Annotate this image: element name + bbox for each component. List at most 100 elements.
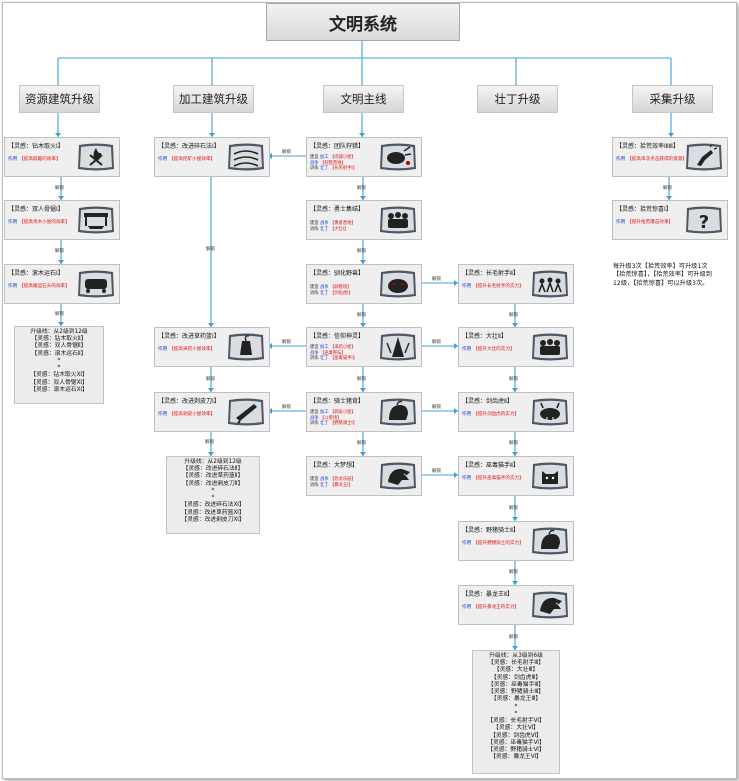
unlock-label: 解锁	[357, 312, 366, 318]
node-title: 【灵感：大壮Ⅱ】	[462, 333, 507, 340]
column-header-gather: 采集升级	[632, 85, 713, 113]
arrow-head	[268, 408, 272, 414]
worker-node: 【灵感：野猪骑士Ⅱ】作用【提升野猪骑士的实力】	[458, 521, 574, 561]
upgrade-line: 【灵感：钻木取火Ⅺ】	[30, 372, 88, 379]
node-title: 【灵感：剑齿虎Ⅱ】	[462, 398, 513, 405]
arrow-head	[512, 452, 518, 456]
archer-icon	[532, 270, 568, 298]
node-detail-row: 建造 加工 【采药小屋】	[310, 345, 356, 350]
upgrade-line: *	[211, 495, 215, 502]
node-detail-row: 战争 【巫毒祭坛】	[310, 350, 346, 356]
cat-icon	[532, 462, 568, 490]
node-effect: 作用【提高伐木小屋的效率】	[8, 220, 70, 225]
unlock-label: 解锁	[282, 340, 291, 345]
spirit-icon	[380, 333, 416, 361]
node-title: 【灵感：改进草药篮Ⅰ】	[158, 333, 220, 340]
arrow-head	[58, 260, 64, 264]
arrow-head	[512, 517, 518, 521]
arrow-head	[512, 646, 518, 650]
resource-node: 【灵感：滚木运石Ⅰ】作用【提高搬运石头的效率】	[4, 264, 120, 304]
unlock-label: 解锁	[357, 249, 366, 254]
node-title: 【灵感：团队狩猎】	[310, 143, 365, 150]
main-node: 【灵感：团队狩猎】建造 加工 【肉铺小屋】 战争 【狩猎营地】训练 壮丁 【长毛…	[306, 137, 422, 177]
node-detail-row: 训练 壮丁 【剑齿虎Ⅰ】	[310, 290, 353, 296]
upgrade-line: 【灵感：大壮Ⅲ】	[493, 667, 539, 674]
node-effect: 作用【提高采药小屋效率】	[158, 347, 216, 352]
processing-upgrade-box: 升级线：从2级到12级【灵感：改进碎石法Ⅱ】【灵感：改进草药篮Ⅱ】【灵感：改进剥…	[166, 456, 260, 534]
node-title: 【灵感：暴龙王Ⅱ】	[462, 591, 513, 598]
hand-icon	[686, 143, 722, 171]
upgrade-line: 升级线：从2级到12级	[30, 329, 88, 335]
unlock-label: 解锁	[357, 441, 366, 446]
upgrade-line: 【灵感：长毛射手Ⅵ】	[487, 718, 545, 725]
arrow-head	[359, 133, 365, 137]
herb-icon	[228, 333, 264, 361]
unlock-label: 解锁	[357, 376, 366, 382]
node-title: 【灵感：长毛射手Ⅱ】	[462, 270, 519, 277]
node-title: 【灵感：双人骨锯Ⅰ】	[8, 206, 64, 213]
unlock-label: 解锁	[55, 312, 64, 317]
processing-node: 【灵感：改进剥皮刀Ⅰ】作用【提高剥皮小屋效率】	[154, 392, 270, 432]
processing-node: 【灵感：改进草药篮Ⅰ】作用【提高采药小屋效率】	[154, 327, 270, 367]
node-title: 【灵感：信仰神灵】	[310, 333, 365, 340]
stone-icon	[228, 143, 264, 171]
unlock-label: 解锁	[509, 635, 518, 640]
node-effect: 作用【提高搬运石头的效率】	[8, 284, 70, 289]
node-title: 【灵感：驯化野兽】	[310, 270, 365, 277]
upgrade-line: 【灵感：改进剥皮刀Ⅱ】	[182, 480, 244, 487]
node-effect: 作用【提升剑齿虎的实力】	[462, 412, 520, 417]
question-icon: ?	[686, 206, 722, 234]
node-effect: 作用【提升暴龙王的实力】	[462, 605, 520, 610]
unlock-label: 解锁	[509, 441, 518, 446]
arrow-head	[454, 280, 458, 286]
upgrade-line: 【灵感：钻木取火Ⅱ】	[31, 336, 87, 343]
upgrade-line: 【灵感：改进剥皮刀Ⅺ】	[181, 516, 245, 523]
upgrade-line: *	[57, 357, 61, 364]
node-effect: 作用【提升大壮的实力】	[462, 347, 515, 352]
worker-node: 【灵感：暴龙王Ⅱ】作用【提升暴龙王的实力】	[458, 585, 574, 625]
unlock-label: 解锁	[55, 249, 64, 254]
node-title: 【灵感：大梦想】	[310, 462, 359, 469]
node-detail-row: 战争 【斗兽场】	[310, 415, 342, 421]
hunt-icon	[380, 143, 416, 171]
beast-icon	[380, 270, 416, 298]
upgrade-line: 【灵感：野猪骑士Ⅲ】	[487, 689, 545, 696]
arrow-head	[360, 196, 366, 200]
unlock-label: 解锁	[206, 377, 215, 382]
unlock-label: 解锁	[282, 150, 291, 155]
node-detail-row: 建造 战争 【驯兽场】	[310, 285, 352, 290]
node-effect: 作用【提升长毛射手的实力】	[462, 284, 524, 289]
upgrade-line: 【灵感：滚木运石Ⅱ】	[31, 350, 87, 357]
warriors-icon	[532, 333, 568, 361]
column-header-main: 文明主线	[323, 85, 404, 113]
node-title: 【灵感：钻木取火Ⅰ】	[8, 143, 64, 150]
upgrade-line: 【灵感：改进草药篮Ⅺ】	[181, 509, 245, 516]
main-node: 【灵感：信仰神灵】建造 加工 【采药小屋】 战争 【巫毒祭坛】训练 壮丁 【巫毒…	[306, 327, 422, 367]
arrow-head	[268, 343, 272, 349]
fire-icon	[78, 143, 114, 171]
arrow-head	[360, 388, 366, 392]
arrow-head	[58, 322, 64, 326]
knife-icon	[228, 398, 264, 426]
rock-icon	[78, 270, 114, 298]
node-detail-row: 建造 加工 【剥皮小屋】	[310, 410, 356, 415]
unlock-label: 解锁	[432, 340, 441, 345]
node-detail-row: 战争 【狩猎营地】	[310, 160, 346, 166]
column-header-resource: 资源建筑升级	[19, 85, 100, 113]
unlock-label: 解锁	[282, 405, 291, 410]
resource-upgrade-box: 升级线：从2级到12级【灵感：钻木取火Ⅱ】【灵感：双人骨锯Ⅱ】【灵感：滚木运石Ⅱ…	[14, 326, 104, 404]
upgrade-line: 【灵感：巫毒猫手Ⅵ】	[487, 739, 545, 746]
node-effect: 作用【提高取暖的效率】	[8, 157, 61, 162]
upgrade-line: *	[211, 487, 215, 494]
column-header-worker: 壮丁升级	[477, 85, 558, 113]
arrow-head	[55, 133, 61, 137]
node-title: 【灵感：野猪骑士Ⅱ】	[462, 527, 519, 534]
node-title: 【灵感：拾荒效率ⅠⅡⅢ】	[616, 143, 679, 150]
column-header-processing: 加工建筑升级	[173, 85, 254, 113]
unlock-label: 解锁	[432, 405, 441, 410]
svg-text:?: ?	[699, 212, 709, 233]
arrow-head	[208, 323, 214, 327]
unlock-label: 解锁	[509, 505, 518, 511]
unlock-label: 解锁	[357, 185, 366, 191]
